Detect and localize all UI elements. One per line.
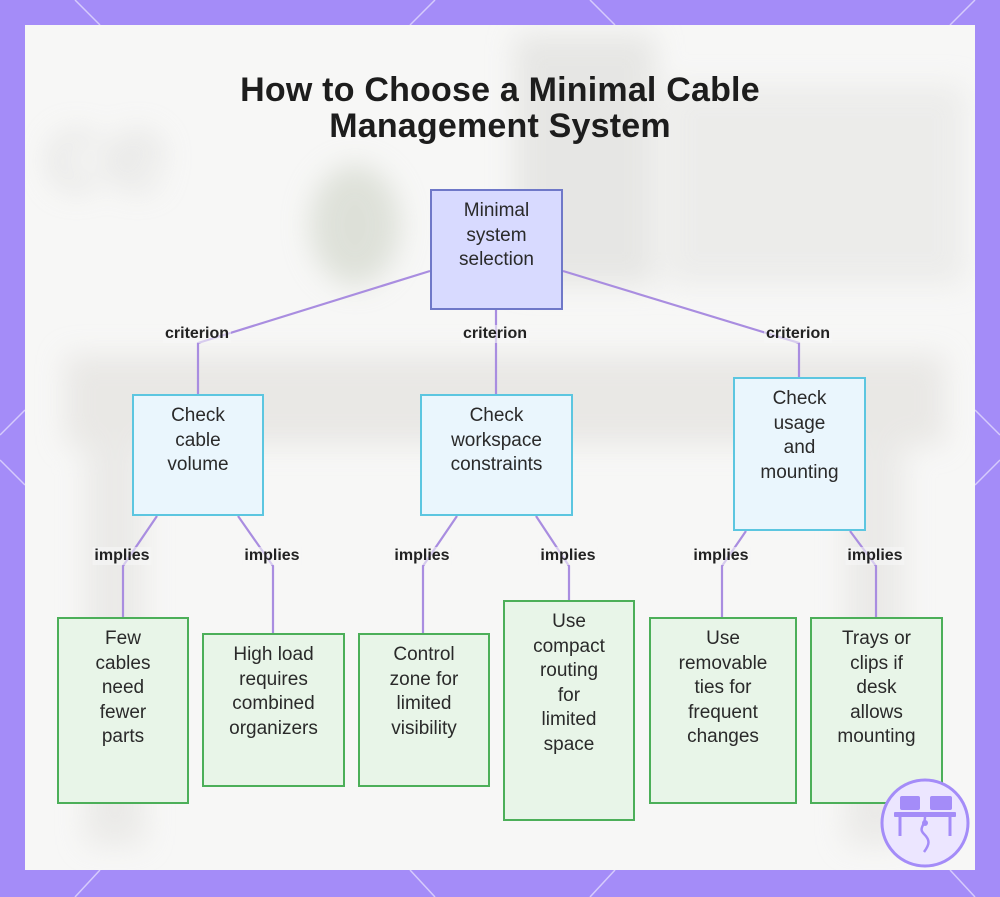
desk-cable-icon	[880, 778, 970, 868]
node-root: Minimal system selection	[430, 189, 563, 310]
node-text: workspace	[451, 429, 542, 451]
node-text: zone for	[389, 668, 459, 690]
node-trays-clips: Trays or clips if desk allows mounting	[810, 617, 943, 804]
node-text: limited	[396, 693, 452, 714]
svg-text:ce: ce	[45, 91, 167, 214]
node-text: parts	[101, 726, 145, 747]
node-compact-routing: Use compact routing for limited space	[503, 600, 635, 821]
diagram-title: How to Choose a Minimal Cable Management…	[0, 72, 1000, 144]
edge-volume-high	[237, 515, 275, 633]
node-text: compact	[533, 635, 605, 657]
node-text: visibility	[391, 717, 457, 739]
node-text: Check	[171, 405, 225, 426]
node-check-usage-mounting: Check usage and mounting	[733, 377, 866, 531]
node-text: Use	[552, 611, 586, 632]
node-text: requires	[239, 668, 308, 690]
edge-volume-few	[121, 515, 158, 617]
node-text: frequent	[688, 701, 758, 723]
node-text: Check	[469, 405, 524, 426]
edge-label-criterion: criterion	[460, 325, 530, 343]
edge-label-implies: implies	[92, 547, 152, 565]
node-check-cable-volume: Check cable volume	[132, 394, 264, 516]
node-text: for	[557, 684, 581, 706]
node-text: routing	[539, 660, 599, 681]
node-text: mounting	[837, 726, 916, 747]
node-few-cables: Few cables need fewer parts	[57, 617, 189, 804]
node-text: clips if	[850, 652, 903, 674]
node-text: selection	[459, 249, 534, 270]
node-text: limited	[541, 709, 597, 730]
edge-usage-removable	[720, 530, 747, 617]
node-text: ties for	[694, 677, 752, 698]
title-line: Management System	[329, 107, 671, 145]
node-text: space	[543, 733, 595, 755]
node-text: cable	[175, 429, 221, 451]
title-line: How to Choose a Minimal Cable	[240, 71, 760, 109]
node-text: cables	[95, 652, 151, 674]
node-text: organizers	[229, 717, 318, 739]
node-text: fewer	[99, 701, 147, 723]
edge-workspace-control	[421, 515, 458, 633]
edge-label-criterion: criterion	[763, 325, 833, 343]
node-text: usage	[773, 412, 826, 434]
node-removable-ties: Use removable ties for frequent changes	[649, 617, 797, 804]
node-text: removable	[678, 652, 768, 674]
node-text: Check	[772, 388, 827, 409]
node-text: desk	[856, 677, 897, 698]
node-control-zone: Control zone for limited visibility	[358, 633, 490, 787]
node-text: allows	[850, 701, 903, 723]
node-check-workspace-constraints: Check workspace constraints	[420, 394, 573, 516]
edge-label-criterion: criterion	[162, 325, 232, 343]
node-text: constraints	[450, 454, 543, 475]
node-high-load: High load requires combined organizers	[202, 633, 345, 787]
edge-label-implies: implies	[242, 547, 302, 565]
node-text: Minimal	[463, 200, 530, 221]
edge-label-implies: implies	[538, 547, 598, 565]
edge-label-implies: implies	[845, 547, 905, 565]
node-text: Control	[393, 644, 455, 665]
edge-usage-trays	[849, 530, 878, 617]
node-text: changes	[687, 726, 759, 747]
node-text: and	[783, 437, 816, 458]
node-text: mounting	[760, 461, 839, 483]
edge-workspace-compact	[535, 515, 571, 600]
node-text: Trays or	[842, 628, 911, 649]
edge-root-usage	[562, 269, 801, 377]
node-text: volume	[167, 454, 229, 475]
node-text: system	[466, 224, 527, 246]
edge-label-implies: implies	[392, 547, 452, 565]
node-text: Use	[706, 628, 740, 649]
node-text: Few	[105, 628, 141, 649]
node-text: combined	[232, 693, 315, 714]
node-text: High load	[233, 644, 314, 665]
edge-root-volume	[196, 269, 431, 394]
node-text: need	[101, 677, 145, 698]
edge-label-implies: implies	[691, 547, 751, 565]
